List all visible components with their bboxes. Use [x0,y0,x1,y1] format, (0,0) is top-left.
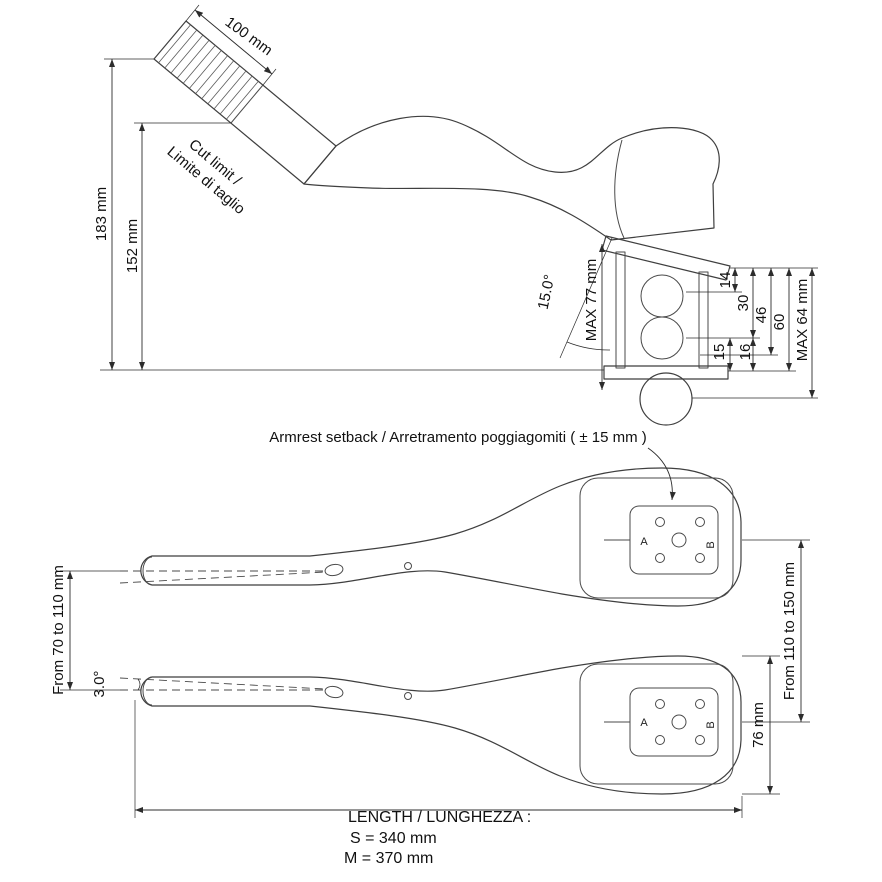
dim-grip-angle-label: 3.0° [91,671,108,698]
cut-limit-line [230,84,264,124]
extension-body-profile [303,115,720,241]
left-rail [615,251,626,369]
length-size-m: M = 370 mm [344,850,433,867]
dim-cut-length: 100 mm [185,4,277,86]
dim-overall-length: LENGTH / LUNGHEZZA : S = 340 mm M = 370 … [134,700,743,867]
plate-letter-b-upper: B [705,541,717,548]
extension-plan-body-mirrored [140,655,742,795]
plan-view: A B A B Armrest setback / Arretramento p… [50,429,810,867]
riser-clamp-stack [601,235,731,426]
length-size-s: S = 340 mm [350,830,437,847]
dim-height-183-label: 183 mm [93,187,110,241]
dim-cut-length-label: 100 mm [222,14,276,60]
armrest-setback-note: Armrest setback / Arretramento poggiagom… [269,429,647,446]
dim-60-label: 60 [771,314,788,331]
dim-height-152-label: 152 mm [124,219,141,273]
plate-letter-a-lower: A [640,717,648,729]
dim-spacer-stack: 14 30 46 60 15 16 MAX 64 mm [686,267,818,399]
dim-grip-spacing-label: From 70 to 110 mm [50,565,67,695]
dim-pad-spacing: From 110 to 150 mm [742,539,810,723]
body-seam-line [614,139,625,239]
dim-pad-spacing-label: From 110 to 150 mm [781,562,798,700]
spacer-circle-1 [640,274,684,318]
right-rail [698,271,709,369]
dim-15-label: 15 [711,344,728,361]
armrest-plate [629,505,719,575]
dim-pad-width: 76 mm [742,655,780,795]
dim-tilt-angle: 15.0° [535,237,613,359]
dim-max-77-label: MAX 77 mm [583,259,600,342]
setback-leader-arrow [647,447,676,501]
dim-tilt-angle-label: 15.0° [535,273,559,311]
dim-14-label: 14 [717,272,734,289]
dim-height-152: 152 mm [124,122,231,370]
extension-plan-body [140,467,742,607]
dim-max-77: MAX 77 mm [583,244,606,390]
dim-max-64-label: MAX 64 mm [794,279,811,362]
side-view: 100 mm Cut limit / Limite di taglio 183 … [93,4,818,426]
dim-grip-spacing: From 70 to 110 mm [50,565,120,695]
length-title: LENGTH / LUNGHEZZA : [348,809,531,826]
dim-pad-width-label: 76 mm [750,702,767,748]
grip-centerlines: 3.0° [91,570,326,698]
plate-letter-b-lower: B [705,721,717,728]
dim-16-label: 16 [737,344,754,361]
spacer-circle-2 [640,316,684,360]
top-plate [601,235,731,281]
plate-letter-a-upper: A [640,536,648,548]
dim-height-183: 183 mm [93,58,154,370]
basebar-clamp-circle [639,372,693,426]
dim-30-label: 30 [735,295,752,312]
dim-46-label: 46 [753,307,770,324]
